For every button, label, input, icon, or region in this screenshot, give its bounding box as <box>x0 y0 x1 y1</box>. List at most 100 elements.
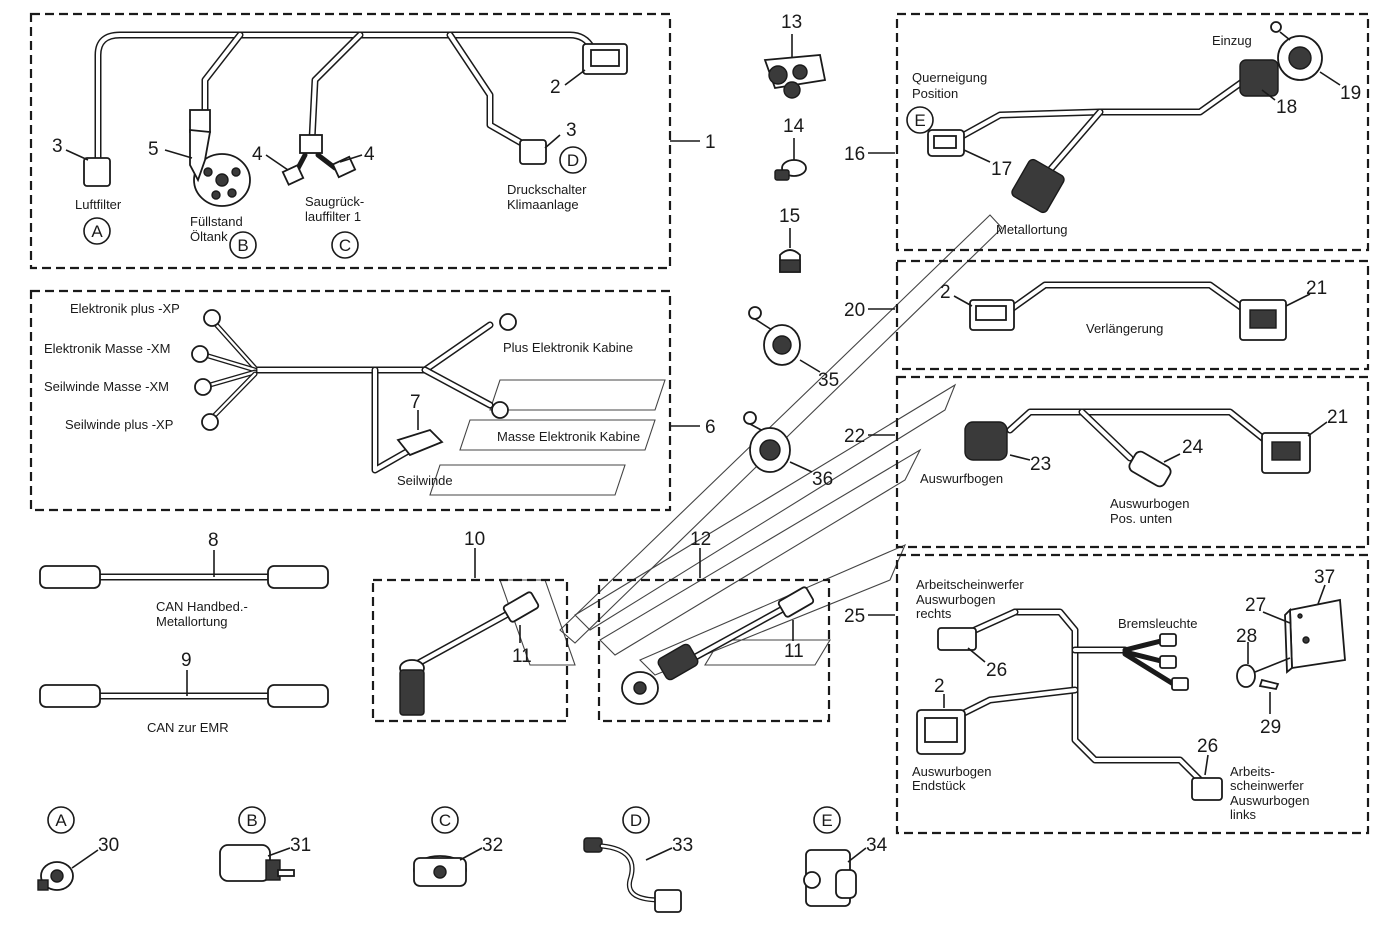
harness-16: 16 17 18 19 Einzug Querneigung Position … <box>844 21 1361 237</box>
label-links: links <box>1230 807 1257 822</box>
label-masse-elektronik-kabine: Masse Elektronik Kabine <box>497 429 640 444</box>
label-metallortung: Metallortung <box>996 222 1068 237</box>
label-auswurbogen-endstueck: Auswurbogen <box>912 764 992 779</box>
label-elektronik-plus: Elektronik plus -XP <box>70 301 180 316</box>
label-seilwinde-masse: Seilwinde Masse -XM <box>44 379 169 394</box>
harness-1 <box>83 31 628 207</box>
label-endstueck: Endstück <box>912 778 966 793</box>
label-rechts: rechts <box>916 606 952 621</box>
part-35-plug: 35 <box>748 306 839 391</box>
part-14-clamp: 14 <box>774 116 807 181</box>
part-number-18: 18 <box>1276 97 1297 118</box>
can-cable-9 <box>39 670 329 708</box>
label-saugrueck: Saugrück- <box>305 194 364 209</box>
part-number-17: 17 <box>991 159 1012 180</box>
part-number-15: 15 <box>779 206 800 227</box>
part-number-30: 30 <box>98 835 119 856</box>
part-36-socket: 36 <box>743 411 833 490</box>
part-13-connector: 13 <box>763 12 827 99</box>
label-klimaanlage: Klimaanlage <box>507 197 579 212</box>
part-number-20: 20 <box>844 300 865 321</box>
group-box-16 <box>895 12 1370 252</box>
group-box-20 <box>895 259 1370 371</box>
part-number-26: 26 <box>986 660 1007 681</box>
part-number-9: 9 <box>181 650 192 671</box>
part-15-clip: 15 <box>779 206 801 273</box>
labels-group-6: 6 7 Elektronik plus -XP Elektronik Masse… <box>44 301 716 488</box>
sensor-30: A 30 <box>37 806 119 891</box>
label-position: Position <box>912 86 958 101</box>
ref-letter-d-bottom: D <box>630 811 642 830</box>
label-lauffilter: lauffilter 1 <box>305 209 361 224</box>
part-number-19: 19 <box>1340 83 1361 104</box>
part-number-2: 2 <box>940 282 951 303</box>
ref-letter-b: B <box>237 236 248 255</box>
part-number-3: 3 <box>566 120 577 141</box>
label-scheinwerfer: scheinwerfer <box>1230 778 1304 793</box>
part-number-7: 7 <box>410 392 421 413</box>
label-einzug: Einzug <box>1212 33 1252 48</box>
part-number-27: 27 <box>1245 595 1266 616</box>
brake-lamp-parts: 27 28 29 37 <box>1236 567 1346 738</box>
harness-22: 22 23 24 21 Auswurfbogen Auswurbogen Pos… <box>844 407 1348 526</box>
group-box-6 <box>29 289 672 512</box>
harness-20: 20 2 21 Verlängerung <box>844 278 1327 341</box>
part-number-26: 26 <box>1197 736 1218 757</box>
label-oeltank: Öltank <box>190 229 228 244</box>
ref-letter-c-bottom: C <box>439 811 451 830</box>
label-querneigung: Querneigung <box>912 70 987 85</box>
label-auswurbogen-rechts: Auswurbogen <box>916 592 996 607</box>
labels-can: 8 9 CAN Handbed.- Metallortung CAN zur E… <box>147 530 248 735</box>
label-auswurbogen-unten: Auswurbogen <box>1110 496 1190 511</box>
part-number-37: 37 <box>1314 567 1335 588</box>
can-cable-8 <box>39 550 329 589</box>
part-number-31: 31 <box>290 835 311 856</box>
label-verlaengerung: Verlängerung <box>1086 321 1163 336</box>
part-number-10: 10 <box>464 529 485 550</box>
sensor-34: E 34 <box>803 806 888 907</box>
part-number-1: 1 <box>705 132 716 153</box>
label-can-emr: CAN zur EMR <box>147 720 229 735</box>
background-perspective-strips <box>429 214 1003 676</box>
part-number-8: 8 <box>208 530 219 551</box>
harness-25: 25 26 2 26 Arbeitscheinwerfer Auswurboge… <box>844 577 1310 822</box>
part-number-6: 6 <box>705 417 716 438</box>
label-luftfilter: Luftfilter <box>75 197 122 212</box>
part-number-11: 11 <box>784 641 804 662</box>
part-number-29: 29 <box>1260 717 1281 738</box>
group-box-25 <box>895 553 1370 835</box>
part-number-16: 16 <box>844 144 865 165</box>
ref-letter-e: E <box>914 111 925 130</box>
ref-letter-e-bottom: E <box>821 811 832 830</box>
label-seilwinde-plus: Seilwinde plus -XP <box>65 417 173 432</box>
part-number-12: 12 <box>690 529 711 550</box>
label-arbeitscheinwerfer-rechts: Arbeitscheinwerfer <box>916 577 1024 592</box>
part-number-34: 34 <box>866 835 888 856</box>
part-number-28: 28 <box>1236 626 1257 647</box>
part-number-11: 11 <box>512 646 532 667</box>
part-number-35: 35 <box>818 370 839 391</box>
ref-letter-a-bottom: A <box>55 811 67 830</box>
labels-group-1: 1 2 3 3 5 4 4 Luftfilter Füllstand Öltan… <box>52 77 716 259</box>
harness-6 <box>191 309 517 474</box>
sensor-33: D 33 <box>583 806 693 913</box>
part-number-36: 36 <box>812 469 833 490</box>
label-plus-elektronik-kabine: Plus Elektronik Kabine <box>503 340 633 355</box>
part-number-4: 4 <box>364 144 375 165</box>
part-number-2: 2 <box>550 77 561 98</box>
label-fuellstand: Füllstand <box>190 214 243 229</box>
label-arbeits: Arbeits- <box>1230 764 1275 779</box>
label-druckschalter: Druckschalter <box>507 182 587 197</box>
ref-letter-c: C <box>339 236 351 255</box>
part-number-25: 25 <box>844 606 865 627</box>
part-number-33: 33 <box>672 835 693 856</box>
label-can-handbed: CAN Handbed.- <box>156 599 248 614</box>
ref-letter-a: A <box>91 222 103 241</box>
label-auswurfbogen: Auswurfbogen <box>920 471 1003 486</box>
label-seilwinde: Seilwinde <box>397 473 453 488</box>
label-elektronik-masse: Elektronik Masse -XM <box>44 341 170 356</box>
part-number-23: 23 <box>1030 454 1051 475</box>
part-number-4: 4 <box>252 144 263 165</box>
ref-letter-b-bottom: B <box>246 811 257 830</box>
